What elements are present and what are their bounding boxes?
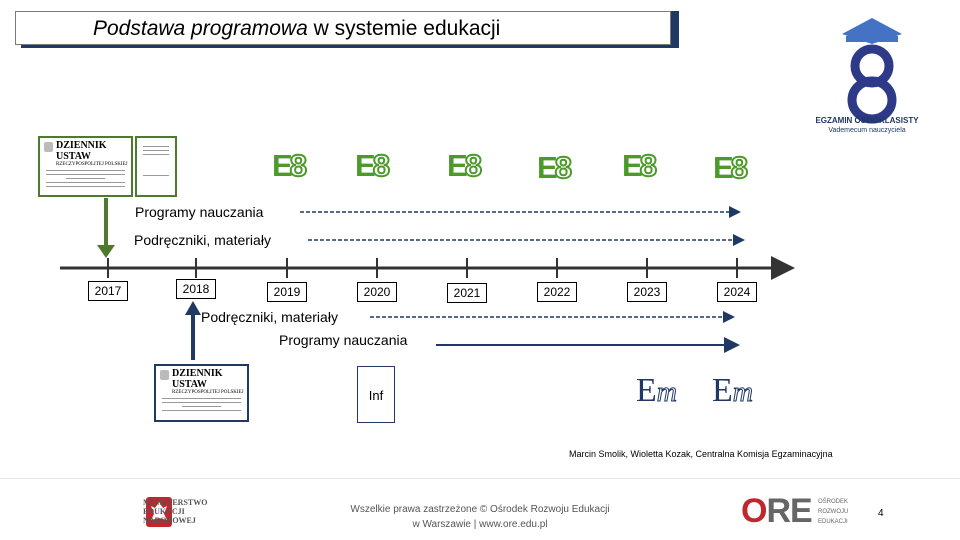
document-subtitle: RZECZYPOSPOLITEJ POLSKIEJ [172, 390, 244, 395]
footer-divider [0, 478, 960, 479]
document-title: DZIENNIK USTAW [56, 140, 107, 162]
logo-subcaption: Vademecum nauczyciela [828, 127, 906, 134]
logo-caption: EGZAMIN ÓSMOKLASISTY [815, 116, 919, 125]
year-2024: 2024 [717, 282, 757, 302]
regulation-document [135, 136, 177, 197]
slide-title: Podstawa programowa w systemie edukacji [15, 11, 671, 45]
ore-logo: ORE [741, 492, 813, 530]
textbooks-label-lower: Podręczniki, materiały [201, 309, 338, 325]
textbooks-label-upper: Podręczniki, materiały [134, 232, 271, 248]
year-2020: 2020 [357, 282, 397, 302]
document-title: DZIENNIK USTAW [172, 368, 223, 390]
e8-badge: E8 [713, 150, 749, 185]
eagle-shield-icon [146, 497, 172, 527]
dziennik-ustaw-document: DZIENNIK USTAW RZECZYPOSPOLITEJ POLSKIEJ [38, 136, 133, 197]
title-italic: Podstawa programowa [93, 17, 308, 40]
ore-logo-subtext: OŚRODEK ROZWOJU EDUKACJI [818, 499, 849, 525]
document-subtitle: RZECZYPOSPOLITEJ POLSKIEJ [56, 162, 128, 167]
em-badge: Em [636, 372, 678, 409]
e8-badge: E8 [537, 150, 573, 185]
year-2021: 2021 [447, 283, 487, 303]
dziennik-ustaw-document-2018: DZIENNIK USTAW RZECZYPOSPOLITEJ POLSKIEJ [154, 364, 249, 422]
authors-credit: Marcin Smolik, Wioletta Kozak, Centralna… [569, 449, 833, 459]
title-rest: w systemie edukacji [307, 17, 501, 40]
year-2023: 2023 [627, 282, 667, 302]
year-2019: 2019 [267, 282, 307, 302]
e8-badge: E8 [355, 148, 391, 183]
programs-label-upper: Programy nauczania [135, 204, 264, 220]
e8-badge: E8 [622, 148, 658, 183]
programs-label-lower: Programy nauczania [279, 332, 408, 348]
eagle-icon [160, 370, 169, 380]
em-badge: Em [712, 372, 754, 409]
eagle-icon [44, 142, 53, 152]
year-2022: 2022 [537, 282, 577, 302]
e8-badge: E8 [272, 148, 308, 183]
year-2018: 2018 [176, 279, 216, 299]
page-number: 4 [878, 508, 884, 519]
egzamin-osmoklasisty-logo [842, 18, 902, 124]
inf-box: Inf [357, 366, 395, 423]
ministry-logo-text: MINISTERSTWO EDUKACJI NARODOWEJ [143, 498, 208, 525]
e8-badge: E8 [447, 148, 483, 183]
copyright-text: Wszelkie prawa zastrzeżone © Ośrodek Roz… [350, 504, 610, 530]
year-2017: 2017 [88, 281, 128, 301]
